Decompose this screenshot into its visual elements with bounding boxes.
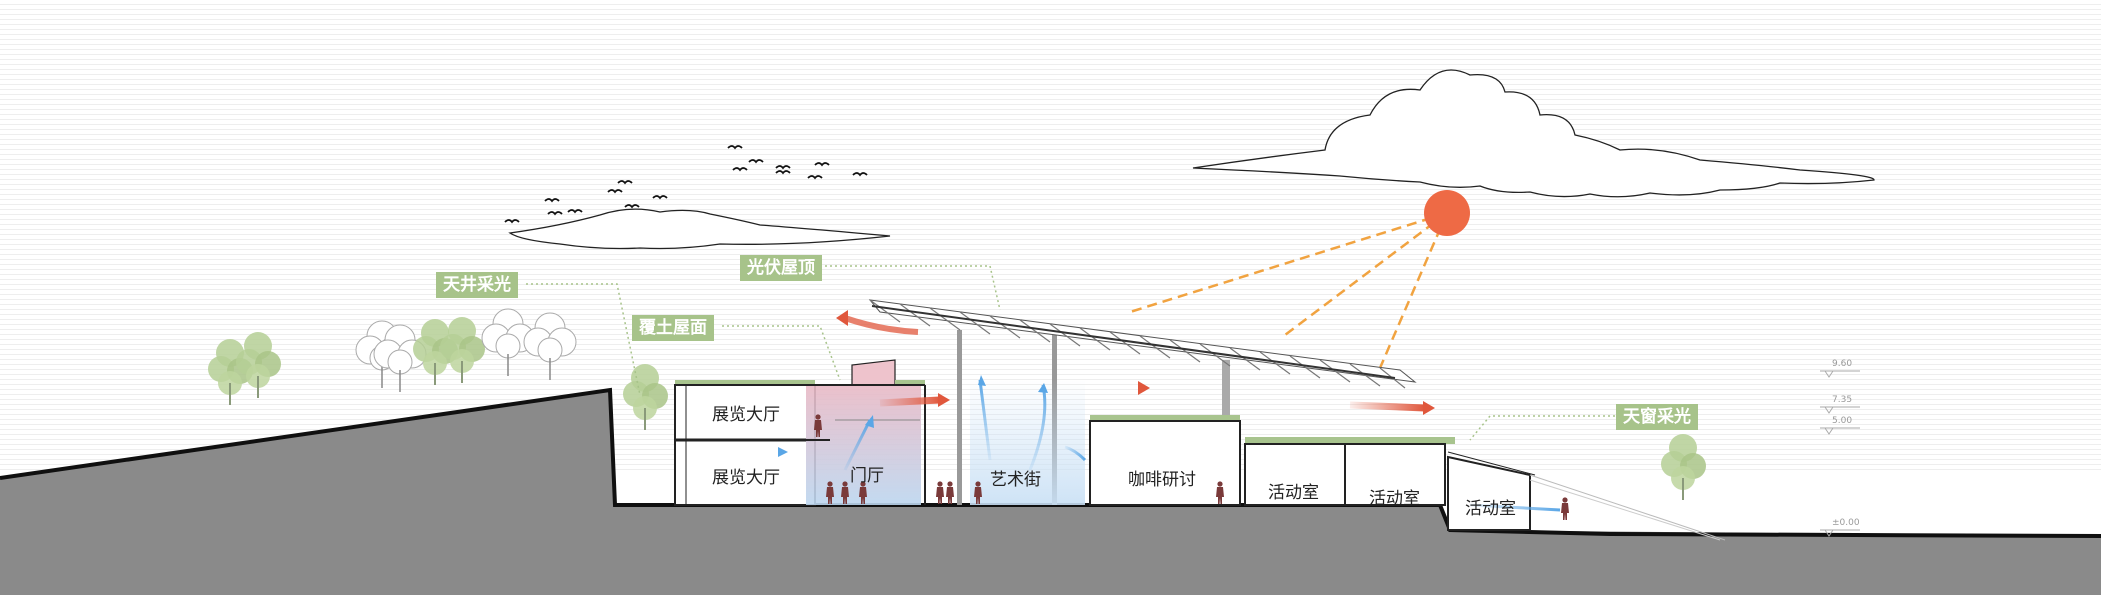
sun-rays (1129, 211, 1449, 369)
ground-section (0, 390, 2101, 595)
airflow-arrow-icon (836, 310, 848, 326)
callout-skylight-window: 天窗采光 (1616, 404, 1698, 430)
column (1222, 360, 1230, 420)
cloud-icon (1192, 69, 1875, 198)
airflow-arrow-icon (1138, 381, 1150, 395)
person-icon (936, 481, 944, 504)
level-label: ±0.00 (1832, 518, 1860, 528)
cloud-icon (508, 208, 891, 250)
pv-roof (868, 299, 1417, 389)
room-label-activity-3: 活动室 (1465, 499, 1516, 519)
level-label: 5.00 (1832, 416, 1853, 426)
airflow-arrow-icon (938, 393, 950, 407)
cafe-block (1089, 415, 1241, 506)
airflow-arrow-icon (1423, 401, 1435, 415)
callout-pv-roof: 光伏屋顶 (740, 255, 822, 281)
column (957, 330, 962, 505)
room-label-art-street: 艺术街 (990, 470, 1041, 490)
lobby-skylight (851, 359, 896, 385)
person-icon (1561, 497, 1569, 520)
person-icon (946, 481, 954, 504)
level-label: 7.35 (1832, 395, 1853, 405)
warm-airflow (836, 310, 1435, 415)
activity-block (1244, 437, 1726, 541)
leader-lines (526, 265, 1620, 441)
cool-airflow (685, 375, 1561, 512)
room-label-lobby: 门厅 (850, 466, 884, 486)
airflow-arrow-icon (1038, 383, 1048, 393)
room-label-activity-2: 活动室 (1369, 489, 1420, 509)
airflow-arrow-icon (978, 375, 986, 386)
room-label-exhibition-lower: 展览大厅 (712, 468, 780, 488)
airflow-arrow-icon (865, 415, 874, 428)
callout-green-roof: 覆土屋面 (632, 315, 714, 341)
airflow-arrow-icon (778, 447, 788, 457)
room-label-activity-1: 活动室 (1268, 483, 1319, 503)
callout-skylight-courtyard: 天井采光 (436, 272, 518, 298)
level-label: 9.60 (1832, 359, 1853, 369)
room-label-cafe-seminar: 咖啡研讨 (1128, 470, 1196, 490)
level-markers (1820, 370, 1860, 537)
sun-icon (1424, 190, 1470, 236)
room-label-exhibition-upper: 展览大厅 (712, 405, 780, 425)
